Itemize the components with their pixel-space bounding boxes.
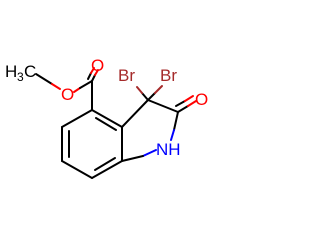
bond-methyl-o <box>51 83 61 90</box>
bond-c2-n1-a <box>173 111 179 131</box>
bond-c2-o-2a <box>175 100 186 107</box>
bond-c2-o-1b <box>187 100 197 107</box>
bond-c2-o-1a <box>177 105 189 113</box>
bromine-1-label: Br <box>118 66 135 85</box>
ester-oxygen-label: O <box>61 85 74 104</box>
bond-ring-3 <box>91 160 123 179</box>
bond-c3-br1-a <box>141 92 149 101</box>
bond-c2-n1-b <box>170 129 175 141</box>
lactam-oxygen-label: O <box>195 90 208 109</box>
bond-methyl-c <box>35 73 53 85</box>
bond-ring-4 <box>61 160 93 179</box>
methyl-c-label: C <box>24 62 36 81</box>
bond-c3-br1-b <box>136 86 143 94</box>
bond-ring-inner-2 <box>94 157 116 171</box>
bond-ring-6 <box>61 109 93 128</box>
bond-ring-inner-1 <box>95 117 117 131</box>
carbonyl-oxygen-label: O <box>91 56 104 75</box>
bond-o-carbonyl-a <box>73 87 81 93</box>
bond-c3-br2-b <box>154 85 163 94</box>
bond-c3-c2 <box>147 99 179 113</box>
methyl-subscript-label: 3 <box>17 70 24 84</box>
bromine-2-label: Br <box>160 66 177 85</box>
methyl-h-label: H <box>5 62 17 81</box>
bond-ring-1 <box>91 109 123 128</box>
bond-co-double-2a <box>87 72 92 80</box>
nh-label: NH <box>156 140 181 159</box>
molecule-structure: H 3 C O O Br Br O NH <box>5 56 208 179</box>
bond-c2-o-2b <box>184 95 194 102</box>
bond-n1-c7a-b <box>121 155 144 162</box>
bond-o-carbonyl-b <box>79 80 93 89</box>
bond-co-double-1a <box>91 74 96 82</box>
bond-c3-br2-a <box>147 92 156 101</box>
bond-co-double-1b <box>94 69 99 76</box>
bond-c3a-c3 <box>121 99 149 128</box>
bond-n1-c7a-a <box>142 149 157 157</box>
bond-co-double-2b <box>90 67 95 74</box>
